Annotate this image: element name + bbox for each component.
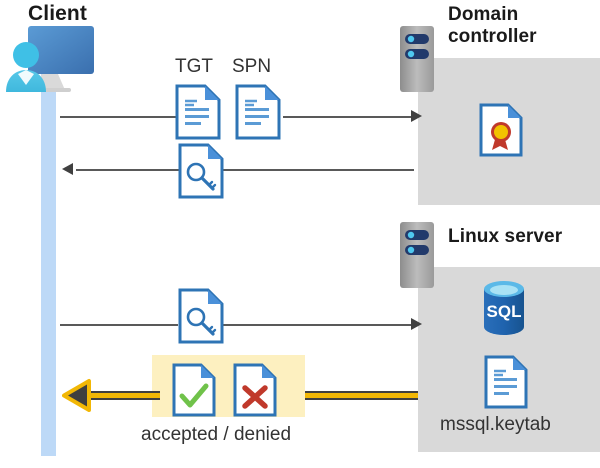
cross-document-icon (233, 363, 277, 417)
linux-server-title: Linux server (448, 226, 563, 247)
sql-database-icon: SQL (484, 281, 524, 335)
flow-line-present-right (222, 324, 414, 326)
result-arrowhead (62, 379, 91, 412)
flow-line-request-right (283, 116, 413, 118)
certificate-document-icon (479, 103, 523, 157)
key-document-icon (178, 288, 224, 344)
result-arrow-left-segment (88, 391, 160, 400)
accepted-denied-caption: accepted / denied (141, 424, 292, 445)
flow-line-ticket-left (76, 169, 180, 171)
flow-line-ticket-right (222, 169, 414, 171)
domain-controller-title: Domain controller (448, 4, 537, 47)
sql-label: SQL (487, 302, 522, 321)
server-rack-icon (400, 26, 434, 92)
flow-arrowhead-request (411, 110, 422, 122)
user-monitor-icon (6, 26, 94, 92)
text-document-icon (175, 84, 221, 140)
server-rack-icon (400, 222, 434, 288)
flow-line-request-left (60, 116, 178, 118)
key-document-icon (178, 143, 224, 199)
spn-label: SPN (232, 56, 272, 77)
flow-line-present-left (60, 324, 178, 326)
flow-arrowhead-ticket (62, 163, 73, 175)
check-document-icon (172, 363, 216, 417)
tgt-label: TGT (175, 56, 213, 77)
client-title: Client (28, 2, 87, 25)
client-lifeline (41, 72, 56, 456)
text-document-icon (484, 355, 528, 409)
text-document-icon (235, 84, 281, 140)
flow-arrowhead-present (411, 318, 422, 330)
result-arrow-right-segment (305, 391, 418, 400)
keytab-filename-label: mssql.keytab (440, 414, 551, 435)
